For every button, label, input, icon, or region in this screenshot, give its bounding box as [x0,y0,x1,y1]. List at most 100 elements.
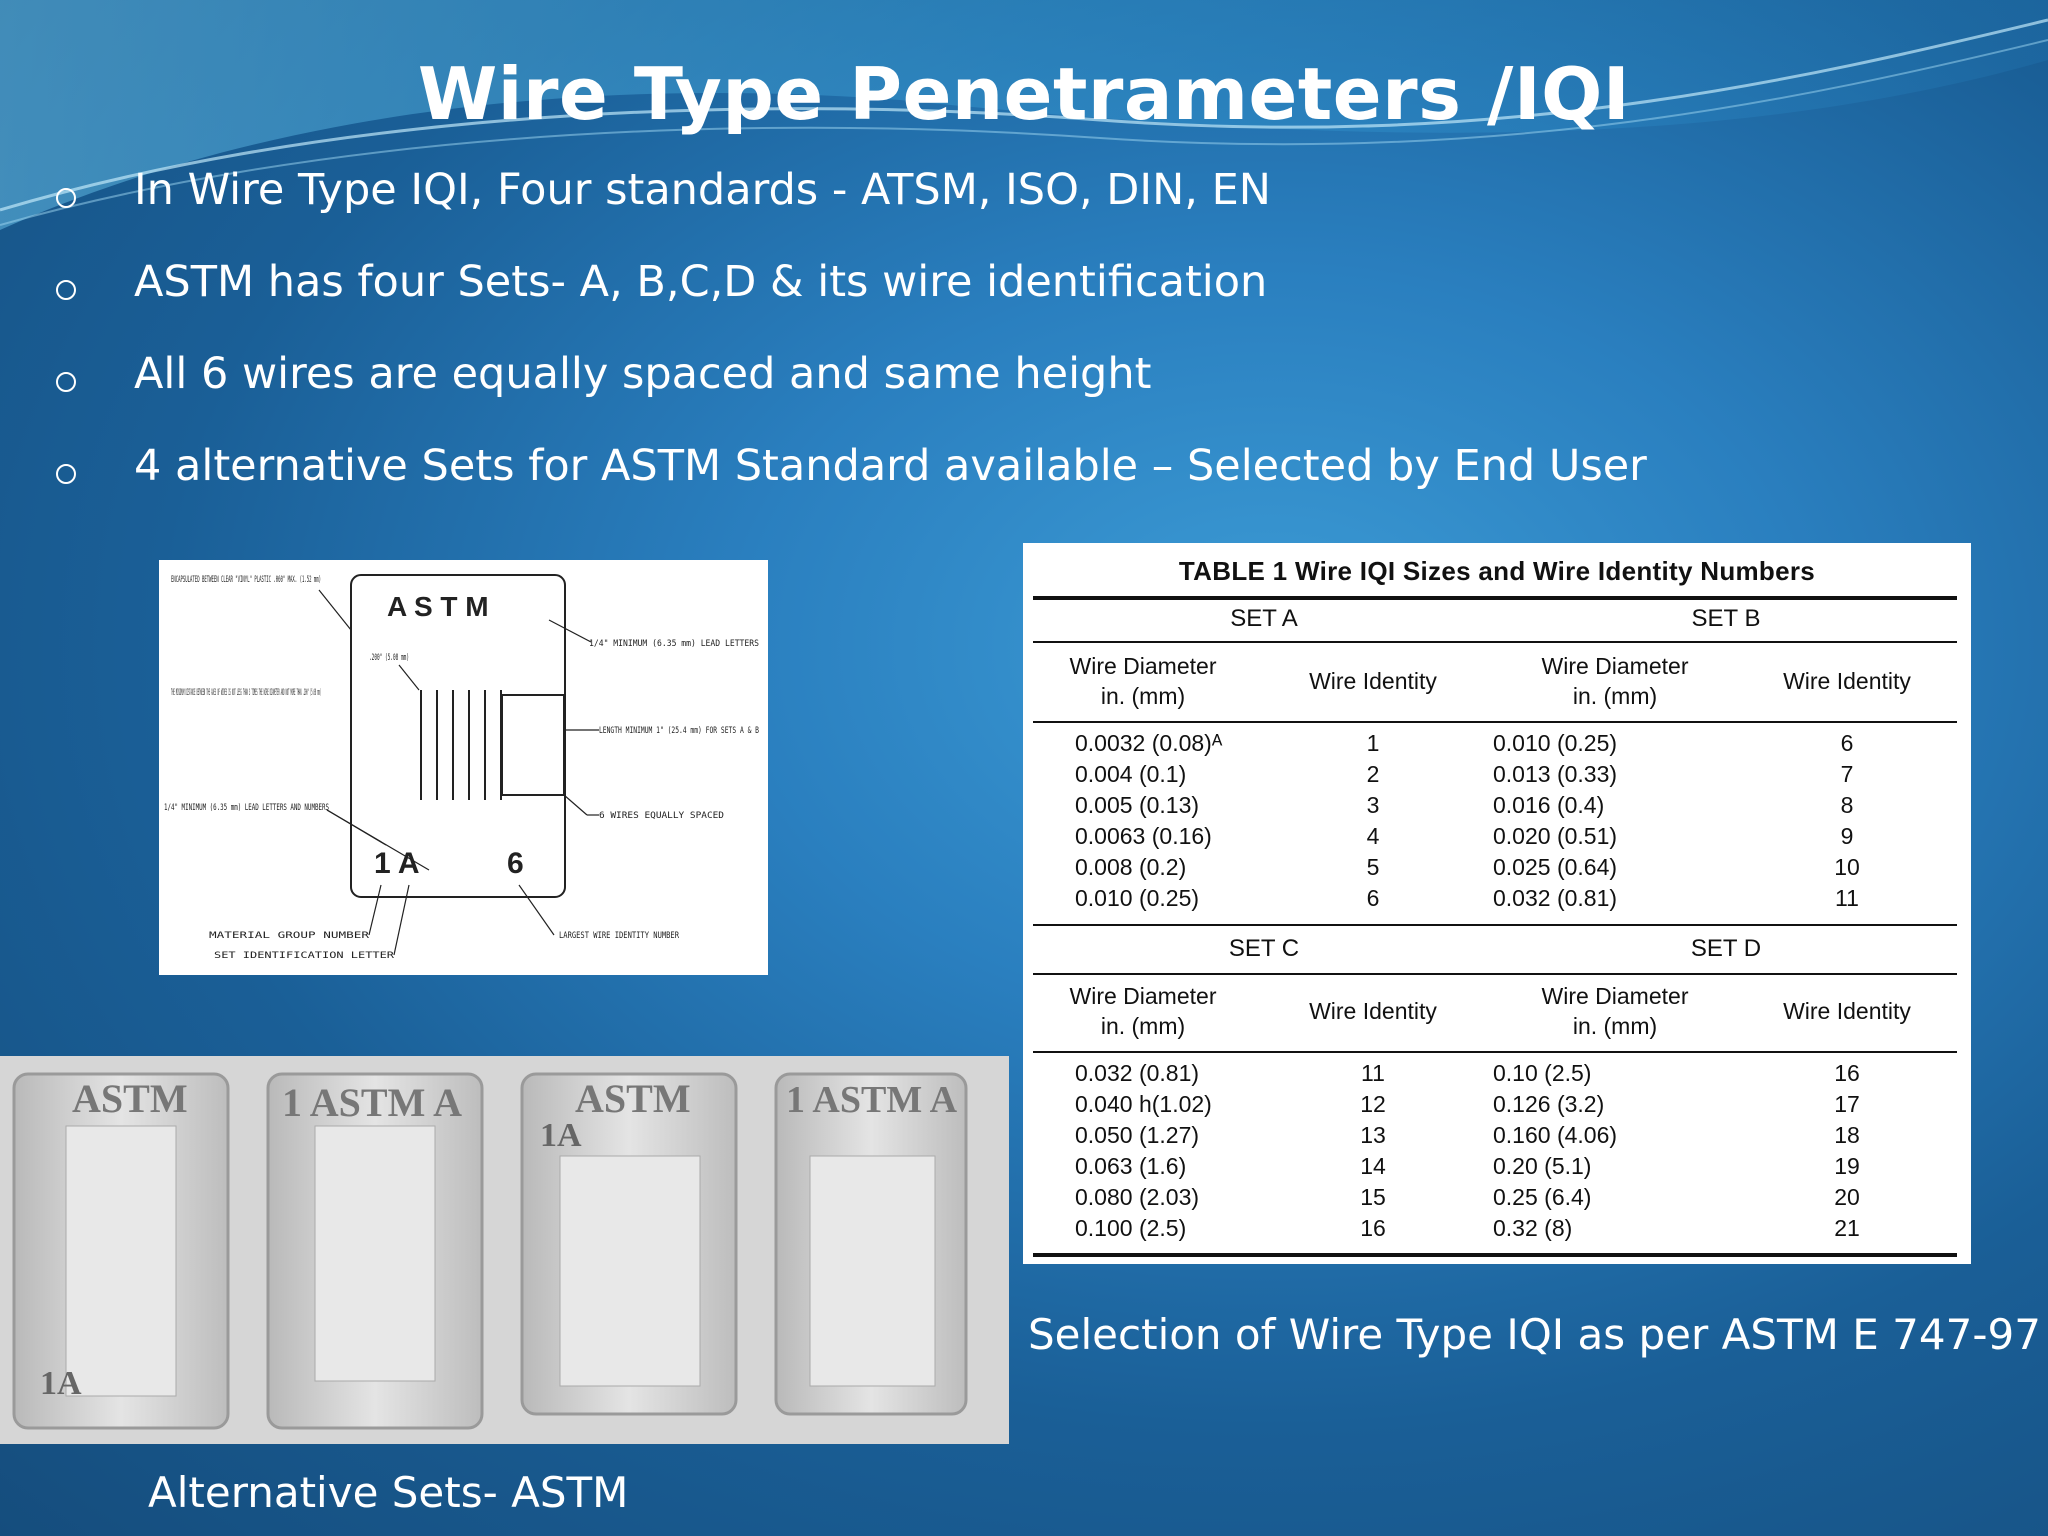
cell: 9 [1840,823,1854,849]
cell: 0.016 (0.4) [1493,792,1605,818]
col-diameter-unit: in. (mm) [1572,683,1658,709]
note-material-group: MATERIAL GROUP NUMBER [209,931,370,941]
wire-iqi-table: TABLE 1 Wire IQI Sizes and Wire Identity… [1023,543,1971,1264]
diagram-set-label: 1 A [374,847,420,880]
plaque: 1 ASTM A [774,1072,968,1416]
set-label: SET B [1691,605,1761,632]
cell: 0.160 (4.06) [1493,1122,1618,1148]
plaque-label: 1 ASTM A [786,1079,958,1121]
table-rule [1033,1253,1957,1257]
cell: 0.020 (0.51) [1493,823,1618,849]
table-rule [1033,973,1957,975]
bullet-text: ASTM has four Sets- A, B,C,D & its wire … [134,257,1268,307]
bullet-item: 4 alternative Sets for ASTM Standard ava… [50,436,1950,528]
cell: 13 [1360,1122,1386,1148]
hollow-circle-icon [56,188,76,208]
plaque: ASTM 1A [520,1072,738,1416]
cell: 18 [1834,1122,1860,1148]
diagram-notes: ENCAPSULATED BETWEEN CLEAR "VINYL" PLAST… [164,575,759,961]
col-identity: Wire Identity [1783,998,1911,1024]
note-min-distance: THE MINIMUM DISTANCE BETWEEN THE AXES OF… [171,688,321,698]
note-dim: .200" (5.08 mm) [369,653,409,663]
cell: 10 [1834,854,1860,880]
plaque-side-label: 1A [40,1365,82,1402]
cell: 0.050 (1.27) [1075,1122,1200,1148]
hollow-circle-icon [56,280,76,300]
cell: 0.032 (0.81) [1075,1060,1200,1086]
column-header-row: Wire Diameter in. (mm) Wire Identity Wire… [1033,651,1957,711]
cell: 0.20 (5.1) [1493,1153,1592,1179]
table-row: 0.050 (1.27) 13 0.160 (4.06) 18 [1033,1120,1957,1151]
plaque-label: ASTM [72,1076,188,1121]
bullet-item: In Wire Type IQI, Four standards - ATSM,… [50,160,1950,252]
bullet-text: All 6 wires are equally spaced and same … [134,349,1152,399]
table-rule [1033,721,1957,723]
cell: 8 [1840,792,1854,818]
set-header-row: SET A SET B [1033,605,1957,633]
cell: 0.025 (0.64) [1493,854,1618,880]
cell: 0.032 (0.81) [1493,885,1618,911]
cell: 2 [1366,761,1380,787]
cell: 0.32 (8) [1493,1215,1573,1241]
col-diameter-label: Wire Diameter [1069,983,1217,1009]
cell: 0.010 (0.25) [1493,730,1618,756]
col-diameter-label: Wire Diameter [1541,983,1689,1009]
cell: 3 [1366,792,1380,818]
col-diameter-unit: in. (mm) [1100,683,1186,709]
bullet-text: In Wire Type IQI, Four standards - ATSM,… [134,165,1271,215]
plaque-label: 1 ASTM A [282,1080,462,1125]
cell: 19 [1834,1153,1860,1179]
cell: 4 [1366,823,1380,849]
note-set-letter: SET IDENTIFICATION LETTER [214,951,395,961]
cell: 12 [1360,1091,1386,1117]
set-label: SET C [1228,935,1300,962]
col-identity: Wire Identity [1309,668,1437,694]
column-header-row: Wire Diameter in. (mm) Wire Identity Wire… [1033,981,1957,1041]
col-diameter: Wire Diameter in. (mm) [1493,651,1737,711]
table-rule [1033,924,1957,926]
table-rule [1033,596,1957,600]
plaque: 1 ASTM A [266,1072,484,1430]
cell: 14 [1360,1153,1386,1179]
cell: 7 [1840,761,1854,787]
diagram-largest-label: 6 [507,847,524,880]
set-label: SET A [1230,605,1298,632]
col-diameter: Wire Diameter in. (mm) [1033,651,1253,711]
note-length: LENGTH MINIMUM 1" (25.4 mm) FOR SETS A &… [599,726,759,736]
cell: 21 [1834,1215,1860,1241]
cell: 0.10 (2.5) [1493,1060,1592,1086]
bullet-text: 4 alternative Sets for ASTM Standard ava… [134,441,1647,491]
set-header-row: SET C SET D [1033,935,1957,963]
col-diameter-unit: in. (mm) [1572,1013,1658,1039]
col-identity: Wire Identity [1309,998,1437,1024]
cell: 15 [1360,1184,1386,1210]
iqi-diagram-drawing: A S T M 1 A 6 ENCAPSULATED BETWEEN C [164,574,759,961]
bullet-list: In Wire Type IQI, Four standards - ATSM,… [50,160,1950,528]
col-diameter-label: Wire Diameter [1069,653,1217,679]
bullet-item: ASTM has four Sets- A, B,C,D & its wire … [50,252,1950,344]
cell: 0.010 (0.25) [1075,885,1200,911]
hollow-circle-icon [56,464,76,484]
cell: 0.080 (2.03) [1075,1184,1200,1210]
cell: 1 [1366,730,1380,756]
cell: 0.063 (1.6) [1075,1153,1187,1179]
cell: 0.004 (0.1) [1075,761,1187,787]
table-rule [1033,641,1957,643]
note-largest-wire: LARGEST WIRE IDENTITY NUMBER [559,931,680,941]
cell: 0.126 (3.2) [1493,1091,1605,1117]
cell: 5 [1366,854,1380,880]
col-diameter-label: Wire Diameter [1541,653,1689,679]
cell: 0.100 (2.5) [1075,1215,1187,1241]
cell: 20 [1834,1184,1860,1210]
